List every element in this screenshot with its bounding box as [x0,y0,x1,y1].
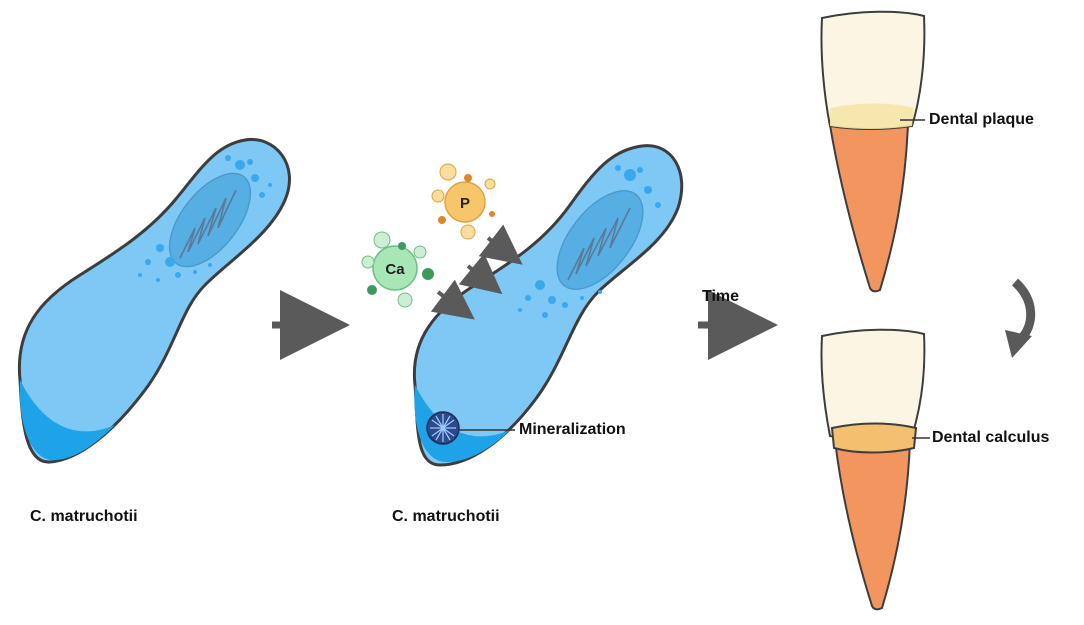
progression-arrow-head [1005,330,1032,358]
calcium-ion-cluster: Ca [361,231,434,308]
progression-curved-arrow [1011,278,1036,344]
bacterium-right-label: C. matruchotii [392,508,500,525]
dental-calculus-label: Dental calculus [932,429,1050,446]
tooth-with-calculus [820,328,930,611]
bacterium-left-granules [138,155,272,282]
phosphorus-label: P [460,195,470,212]
tooth-with-plaque [820,10,926,293]
tooth-bottom-root [833,439,912,611]
bacterium-left [17,137,291,464]
dental-plaque-label: Dental plaque [929,111,1034,128]
tooth-top-crown [820,10,926,130]
ion-influx-arrows [430,224,523,320]
mineralization-label: Mineralization [519,421,626,438]
bacterium-left-pole [19,380,115,461]
plaque-layer [830,103,914,129]
bacterium-right-granules [518,165,661,318]
calculus-band [830,422,918,454]
bacterium-right [412,144,684,467]
bacterium-left-dna [179,189,237,259]
bacterium-left-label: C. matruchotii [30,508,138,525]
mineral-deposit [426,411,460,445]
bacterium-right-dna [567,207,631,281]
time-label: Time [702,288,740,305]
tooth-top-root [828,124,910,293]
phosphorus-ion-cluster: P [431,163,496,240]
calcium-label: Ca [385,261,405,278]
